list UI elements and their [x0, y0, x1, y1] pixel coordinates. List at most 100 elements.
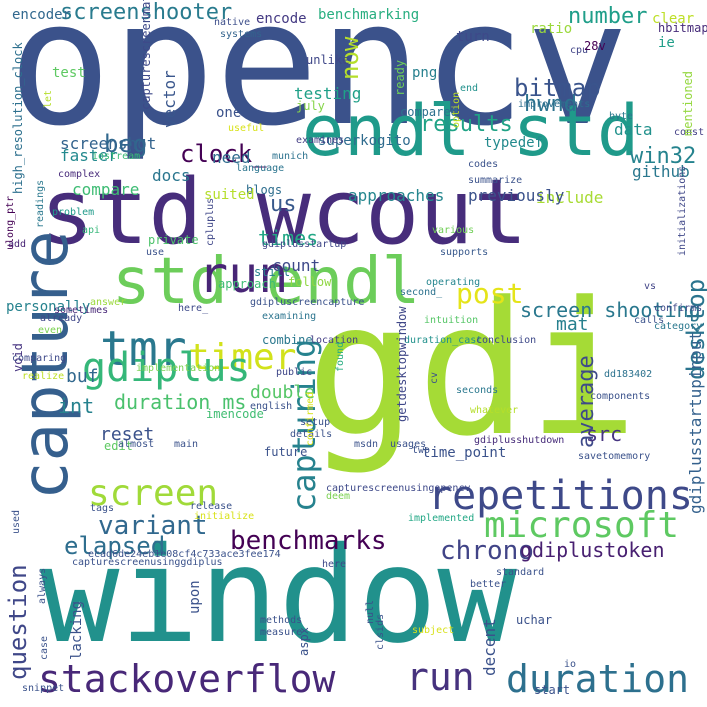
cloud-word: const — [674, 127, 705, 138]
cloud-word: screen — [88, 473, 219, 514]
cloud-word: implemented — [408, 513, 475, 524]
cloud-word: tmr — [100, 321, 187, 377]
cloud-word: savetomemory — [578, 451, 651, 462]
cloud-word: iostream — [92, 151, 141, 162]
cloud-word: personally — [6, 299, 91, 315]
cloud-word: implementation — [136, 363, 221, 374]
cloud-word: include — [536, 188, 604, 207]
cloud-word: high_resolution_clock — [11, 42, 25, 194]
cloud-word: ready — [393, 59, 407, 96]
cloud-word: add — [8, 239, 27, 250]
cloud-word: always — [37, 567, 48, 604]
cloud-word: unlike — [306, 53, 350, 67]
cloud-word: 28v — [584, 39, 606, 53]
cloud-word: use — [146, 247, 165, 258]
cloud-word: gdiplusstartupinput — [686, 330, 705, 514]
cloud-word: dd183402 — [604, 369, 653, 380]
cloud-word: endl std — [302, 90, 640, 172]
cloud-word: hbitmap — [658, 21, 707, 35]
cloud-word: vector — [160, 70, 179, 128]
cloud-word: benchmarks — [230, 526, 387, 556]
cloud-word: confirms — [654, 303, 703, 314]
cloud-word: bitmap — [514, 74, 601, 102]
cloud-word: data — [614, 120, 653, 139]
cloud-word: ratio — [530, 21, 573, 37]
cloud-word: us — [270, 192, 297, 217]
cloud-word: src — [586, 422, 623, 446]
cloud-word: times — [258, 226, 319, 250]
cloud-word: win32 — [630, 144, 697, 169]
cloud-word: better — [470, 579, 507, 590]
cloud-word: here_ — [178, 303, 209, 314]
cloud-word: second_ — [400, 287, 443, 298]
cloud-word: english — [250, 401, 293, 412]
cloud-word: seconds — [456, 385, 499, 396]
cloud-word: realize — [22, 371, 65, 382]
cloud-word: examining — [262, 311, 317, 322]
cloud-word: uchar — [516, 613, 553, 627]
cloud-word: even — [38, 325, 63, 336]
cloud-word: upon — [187, 580, 203, 614]
cloud-word: suited — [204, 187, 255, 203]
cloud-word: capturescreenusinggdiplus — [72, 557, 223, 568]
cloud-word: sometimes — [54, 305, 109, 316]
cloud-word: docs — [152, 166, 191, 185]
cloud-word: deem — [326, 491, 351, 502]
cloud-word: vs — [644, 281, 657, 292]
cloud-word: aspx — [297, 627, 311, 656]
cloud-word: gdipluscreencapture — [250, 297, 365, 308]
cloud-word: details — [290, 429, 333, 440]
cloud-word: benchmarking — [318, 7, 420, 23]
cloud-word: capturescreenusingopencv — [326, 483, 471, 494]
cloud-word: initializations — [677, 165, 688, 256]
cloud-word: gdi — [306, 263, 639, 477]
cloud-word: gdiplusshutdown — [474, 435, 565, 446]
cloud-word: typedef — [484, 135, 544, 151]
cloud-word: screen shooting — [520, 298, 701, 322]
cloud-word: improvements — [518, 99, 591, 110]
cloud-word: public — [276, 367, 313, 378]
cloud-word: already — [40, 313, 83, 324]
cloud-word: microsoft — [484, 505, 680, 546]
cloud-word: july — [296, 99, 325, 113]
cloud-word: readings — [35, 179, 46, 228]
cloud-word: png — [412, 65, 438, 81]
cloud-word: codes — [468, 159, 499, 170]
cloud-word: edit — [104, 439, 133, 453]
cloud-word: cpu — [570, 45, 589, 56]
cloud-word: blogs — [246, 183, 283, 197]
cloud-word: number — [568, 4, 648, 29]
cloud-word: cpluplus — [205, 197, 216, 246]
cloud-word: count — [272, 256, 321, 275]
cloud-word: main — [174, 439, 199, 450]
cloud-word: problem — [52, 207, 95, 218]
cloud-word: methods — [260, 615, 303, 626]
cloud-word: variant — [98, 511, 208, 541]
cloud-word: category — [654, 321, 703, 332]
cloud-word: systems — [220, 29, 263, 40]
cloud-word: initialize — [194, 511, 255, 522]
cloud-word: faster — [60, 146, 118, 165]
cloud-word: future — [264, 445, 308, 459]
cloud-word: github — [632, 162, 690, 181]
cloud-word: private — [148, 233, 199, 247]
cloud-word: gdiplus — [82, 345, 251, 391]
cloud-word: almost — [118, 439, 155, 450]
cloud-word: duration — [506, 657, 690, 701]
cloud-word: run — [198, 246, 289, 304]
cloud-word: ie — [658, 35, 675, 51]
cloud-word: examines — [296, 135, 345, 146]
cloud-word: post — [456, 277, 524, 310]
cloud-word: int — [58, 394, 95, 418]
cloud-word: repetitions — [428, 473, 693, 519]
cloud-word: previously — [468, 186, 565, 205]
cloud-word: various — [432, 225, 475, 236]
cloud-word: getdesktopwindow — [395, 306, 409, 422]
cloud-word: subject — [412, 625, 455, 636]
cloud-word: ecad6de24eb1e08cf4c733ace3fee174 — [88, 549, 281, 560]
cloud-word: window — [40, 519, 517, 673]
cloud-word: cv — [429, 371, 440, 384]
cloud-word: screenshot — [60, 134, 157, 153]
cloud-word: io — [564, 659, 577, 670]
